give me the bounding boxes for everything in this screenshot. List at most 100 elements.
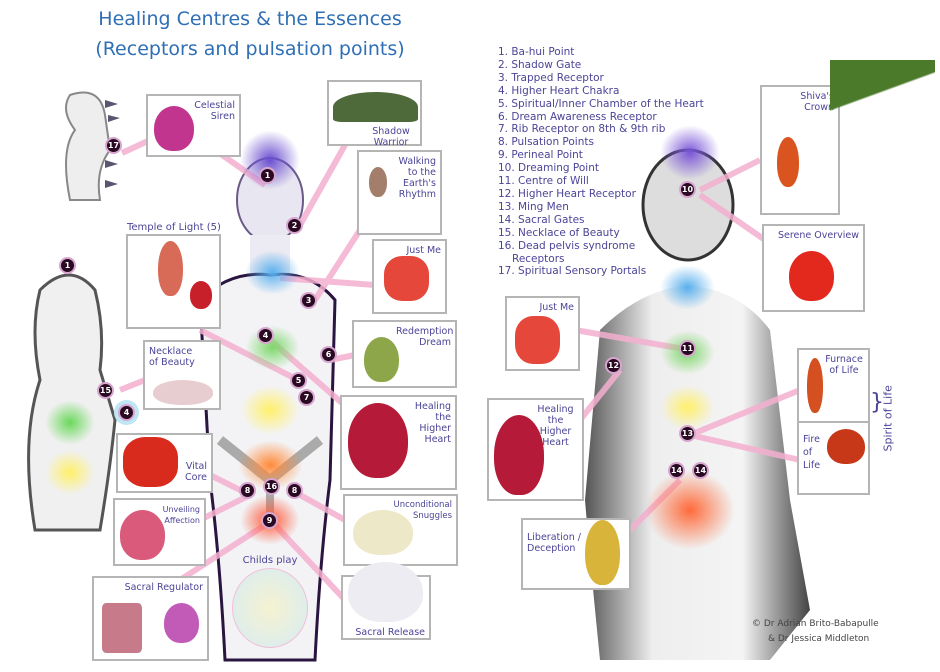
legend-item: 17. Spiritual Sensory Portals xyxy=(498,265,647,278)
essence-shadow-warrior[interactable]: Shadow Warrior xyxy=(327,80,422,148)
essence-label: Serene Overview xyxy=(777,230,859,241)
flower-image xyxy=(153,380,213,405)
essence-healing-higher-heart[interactable]: Healing the Higher Heart xyxy=(340,395,457,490)
legend-item: 12. Higher Heart Receptor xyxy=(498,187,636,200)
essence-sacral-regulator[interactable]: Sacral Regulator xyxy=(92,576,209,661)
flower-image xyxy=(827,429,865,464)
point-badge: 10 xyxy=(679,181,696,198)
essence-label: Shiva's Crown xyxy=(800,91,834,113)
essence-label: Sacral Release xyxy=(355,627,425,638)
legend-item: 6. Dream Awareness Receptor xyxy=(498,110,657,123)
point-badge: 13 xyxy=(679,425,696,442)
point-badge: 5 xyxy=(290,372,307,389)
essence-label: Furnace of Life xyxy=(825,354,863,376)
legend-item: 3. Trapped Receptor xyxy=(498,71,604,84)
essence-furnace-of-life[interactable]: Furnace of Life xyxy=(797,348,870,423)
legend-item: 2. Shadow Gate xyxy=(498,58,582,71)
essence-vital-core[interactable]: Vital Core xyxy=(116,433,213,493)
page-subtitle: (Receptors and pulsation points) xyxy=(95,38,405,60)
flower-image xyxy=(807,358,823,413)
legend-item: 11. Centre of Will xyxy=(498,175,589,188)
essence-label: Shadow Warrior xyxy=(372,126,410,148)
flower-image xyxy=(348,562,423,622)
spirit-of-life-label: Spirit of Life xyxy=(881,385,895,452)
credit-line: & Dr Jessica Middleton xyxy=(768,634,870,644)
point-badge: 14 xyxy=(692,462,709,479)
point-badge: 15 xyxy=(97,382,114,399)
essence-necklace-of-beauty[interactable]: Necklace of Beauty xyxy=(143,340,221,410)
essence-label: Just Me xyxy=(406,245,441,256)
flower-image xyxy=(369,167,387,197)
essence-label: Walking to the Earth's Rhythm xyxy=(398,156,436,200)
credit-line: © Dr Adrian Brito-Babapulle xyxy=(752,619,879,629)
point-badge: 14 xyxy=(668,462,685,479)
legend-item: 4. Higher Heart Chakra xyxy=(498,84,620,97)
legend-item: 8. Pulsation Points xyxy=(498,136,594,149)
legend-item: 1. Ba-hui Point xyxy=(498,46,575,58)
flower-image xyxy=(777,137,799,187)
point-badge: 4 xyxy=(118,404,135,421)
point-badge: 4 xyxy=(257,327,274,344)
essence-childs-play[interactable] xyxy=(232,568,308,648)
throat-glow xyxy=(245,250,300,295)
flower-image xyxy=(190,281,212,309)
flower-image xyxy=(515,316,560,364)
essence-fire-of-life[interactable]: Fire of Life xyxy=(797,421,870,495)
right-solar-glow xyxy=(660,385,715,430)
legend-item: 13. Ming Men xyxy=(498,200,569,213)
essence-label: Celestial Siren xyxy=(194,100,235,122)
essence-walking-earth-rhythm[interactable]: Walking to the Earth's Rhythm xyxy=(357,150,442,235)
essence-just-me[interactable]: Just Me xyxy=(372,239,447,314)
brace-icon: } xyxy=(870,390,884,415)
flower-image xyxy=(585,520,620,585)
essence-label: Redemption Dream xyxy=(396,326,454,348)
legend-item: 15. Necklace of Beauty xyxy=(498,226,620,239)
point-badge: 6 xyxy=(320,346,337,363)
essence-label: Necklace of Beauty xyxy=(149,346,195,368)
legend-item: 9. Perineal Point xyxy=(498,149,583,162)
point-badge: 9 xyxy=(261,512,278,529)
essence-unconditional-snuggles[interactable]: Unconditional Snuggles xyxy=(343,494,458,566)
legend-item: 10. Dreaming Point xyxy=(498,162,599,175)
essence-shivas-crown[interactable]: Shiva's Crown xyxy=(760,85,840,215)
flower-image xyxy=(333,92,418,122)
essence-celestial-siren[interactable]: Celestial Siren xyxy=(146,94,241,157)
side-figure-top xyxy=(65,91,120,201)
point-badge: 11 xyxy=(679,340,696,357)
essence-label: Healing the Higher Heart xyxy=(414,401,451,445)
credits: © Dr Adrian Brito-Babapulle & Dr Jessica… xyxy=(752,617,879,647)
essence-just-me-right[interactable]: Just Me xyxy=(505,296,580,371)
legend-item: 14. Sacral Gates xyxy=(498,213,585,226)
point-badge: 17 xyxy=(105,137,122,154)
flower-image xyxy=(102,603,142,653)
point-badge: 2 xyxy=(286,217,303,234)
flower-image xyxy=(348,403,408,478)
essence-healing-higher-heart-right[interactable]: Healing the Higher Heart xyxy=(487,398,584,501)
essence-liberation-deception[interactable]: Liberation / Deception xyxy=(521,518,631,590)
essence-label: Liberation / Deception xyxy=(527,532,581,554)
essence-serene-overview[interactable]: Serene Overview xyxy=(762,224,865,312)
solar-glow xyxy=(240,385,300,435)
flower-image xyxy=(158,241,183,296)
flower-image xyxy=(164,603,199,643)
flower-image xyxy=(154,106,194,151)
right-sacral-glow xyxy=(645,470,735,550)
essence-unveiling-affection[interactable]: Unveiling Affection xyxy=(113,498,206,566)
legend-item: 7. Rib Receptor on 8th & 9th rib xyxy=(498,123,666,136)
palm-leaves-image xyxy=(830,60,935,220)
essence-redemption-dream[interactable]: Redemption Dream xyxy=(352,320,457,388)
flower-image xyxy=(384,256,429,301)
essence-sacral-release[interactable]: Sacral Release xyxy=(341,562,431,640)
right-throat-glow xyxy=(660,265,715,310)
temple-of-light-label: Temple of Light (5) xyxy=(127,222,221,233)
point-badge: 12 xyxy=(605,357,622,374)
point-badge: 1 xyxy=(59,257,76,274)
side-solar-glow xyxy=(45,450,95,495)
point-badge: 8 xyxy=(239,482,256,499)
flower-image xyxy=(494,415,544,495)
essence-temple-of-light[interactable] xyxy=(126,234,221,329)
legend-item: 16. Dead pelvis syndrome xyxy=(498,239,636,252)
point-badge: 7 xyxy=(298,389,315,406)
flower-image xyxy=(364,337,399,382)
flower-image xyxy=(120,510,165,560)
